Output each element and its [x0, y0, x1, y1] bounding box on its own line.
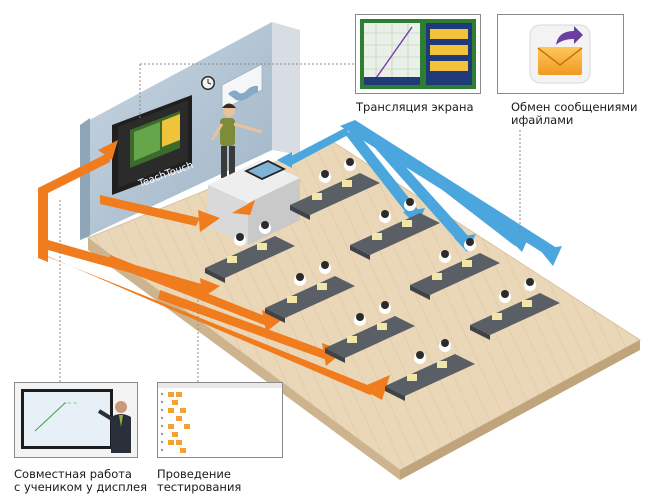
collab-photo: ~~ ~: [15, 383, 137, 457]
orange-arrows: [38, 140, 390, 400]
desk-group: [325, 301, 415, 363]
test-screen: [158, 383, 282, 457]
desk-group: [350, 198, 440, 260]
blue-arrows: [277, 120, 562, 266]
collab-line1: Совместная работа: [14, 467, 132, 481]
share-arrow-icon: [556, 26, 583, 45]
messaging-thumbnail: [497, 14, 624, 94]
messaging-line2: ифайлами: [511, 113, 574, 127]
envelope-icon: [529, 24, 591, 84]
desk-group: [290, 158, 380, 220]
desk-group: [410, 238, 500, 300]
dotted-connectors: [59, 54, 521, 382]
testing-line2: тестирования: [157, 480, 242, 494]
clock-icon: [201, 76, 215, 90]
broadcast-label: Трансляция экрана: [356, 100, 474, 114]
broadcast-caption: Трансляция экрана: [356, 101, 474, 114]
collab-caption: Совместная работа с учеником у дисплея: [14, 468, 147, 494]
collab-line2: с учеником у дисплея: [14, 480, 148, 494]
world-map-icon: [221, 63, 263, 111]
interactive-display: TeachTouch: [112, 95, 195, 195]
collab-thumbnail: ~~ ~: [14, 382, 138, 458]
broadcast-screen: [360, 19, 476, 89]
testing-line1: Проведение: [157, 467, 231, 481]
desk-group: [205, 221, 295, 283]
messaging-line1: Обмен сообщениями: [511, 100, 638, 114]
desk-group: [385, 339, 475, 401]
testing-caption: Проведение тестирования: [157, 468, 241, 494]
desk-group: [265, 261, 355, 323]
svg-text:~~ ~: ~~ ~: [63, 401, 77, 407]
teacher-figure: [210, 103, 263, 178]
broadcast-thumbnail: [355, 14, 481, 94]
testing-thumbnail: [157, 382, 283, 458]
messaging-caption: Обмен сообщениями ифайлами: [511, 101, 638, 127]
student-desks: [205, 158, 560, 401]
desk-group: [470, 278, 560, 340]
